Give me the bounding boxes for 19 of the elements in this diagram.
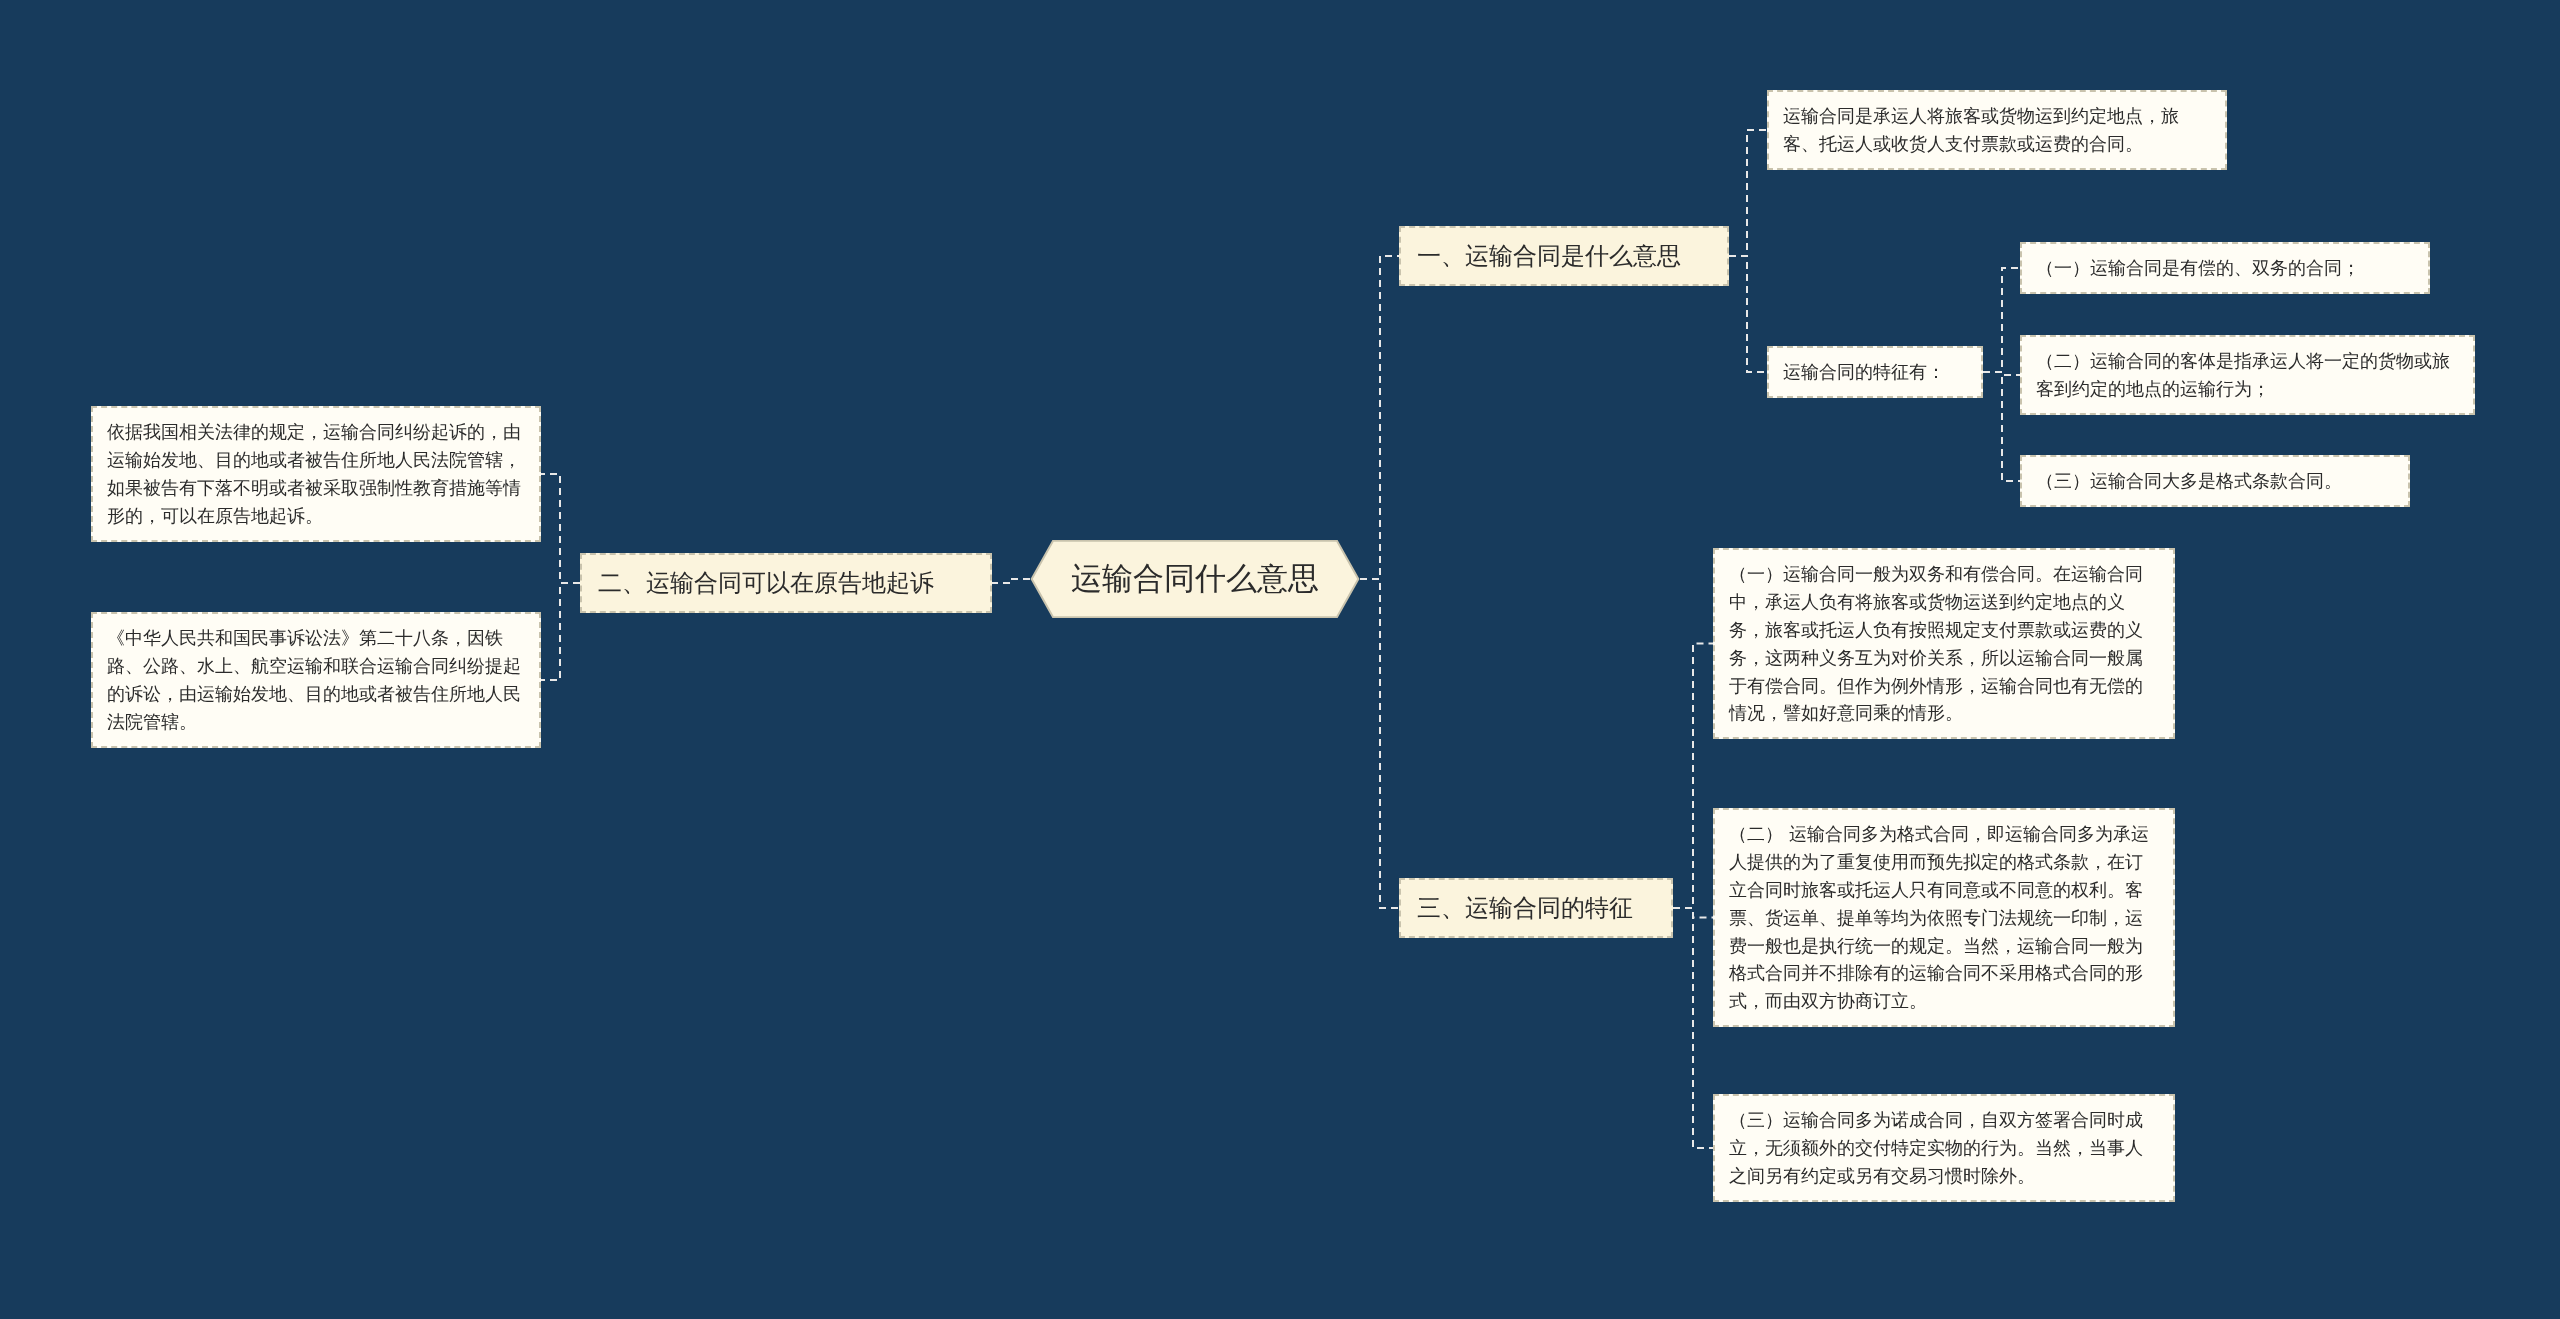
text-box: （三）运输合同大多是格式条款合同。 <box>2020 455 2410 507</box>
connector-line <box>1672 907 1714 1149</box>
text-box: （二）运输合同的客体是指承运人将一定的货物或旅客到约定的地点的运输行为； <box>2020 335 2475 415</box>
connector-line <box>1982 371 2021 482</box>
topic-box: 三、运输合同的特征 <box>1399 878 1673 938</box>
text-box: （一）运输合同一般为双务和有偿合同。在运输合同中，承运人负有将旅客或货物运送到约定地点的义务，旅客或托运人负有按照规定支付票款或运费的义务，这两种义务互为对价关系，所以运输合同一般属于有偿合同。但作为例外情形，运输合同也有无偿的情况，譬如好意同乘的情形。 <box>1713 548 2175 740</box>
text-box: （二） 运输合同多为格式合同，即运输合同多为承运人提供的为了重复使用而预先拟定的格式条款，在订立合同时旅客或托运人只有同意或不同意的权利。客票、货运单、提单等均为依照专门法规统一印制，运费一般也是执行统一的规定。当然，运输合同一般为格式合同并不排除有的运输合同不采用格式合同的形式，而由双方协商订立。 <box>1713 808 2175 1028</box>
topic-box: 一、运输合同是什么意思 <box>1399 226 1729 286</box>
topic-box: 二、运输合同可以在原告地起诉 <box>580 553 992 613</box>
central-topic-hexagon: 运输合同什么意思 <box>1030 540 1360 618</box>
text-box: 《中华人民共和国民事诉讼法》第二十八条，因铁路、公路、水上、航空运输和联合运输合同纠纷提起的诉讼，由运输始发地、目的地或者被告住所地人民法院管辖。 <box>91 612 541 748</box>
text-box: （一）运输合同是有偿的、双务的合同； <box>2020 242 2430 294</box>
connector-line <box>1359 578 1400 909</box>
text-box: 依据我国相关法律的规定，运输合同纠纷起诉的，由运输始发地、目的地或者被告住所地人民法院管辖，如果被告有下落不明或者被采取强制性教育措施等情形的，可以在原告地起诉。 <box>91 406 541 542</box>
text-box: 运输合同的特征有： <box>1767 346 1983 398</box>
connector-line <box>991 578 1031 584</box>
text-box: （三）运输合同多为诺成合同，自双方签署合同时成立，无须额外的交付特定实物的行为。当然，当事人之间另有约定或另有交易习惯时除外。 <box>1713 1094 2175 1202</box>
text-box: 运输合同是承运人将旅客或货物运到约定地点，旅客、托运人或收货人支付票款或运费的合同。 <box>1767 90 2227 170</box>
connector-line <box>540 582 581 681</box>
